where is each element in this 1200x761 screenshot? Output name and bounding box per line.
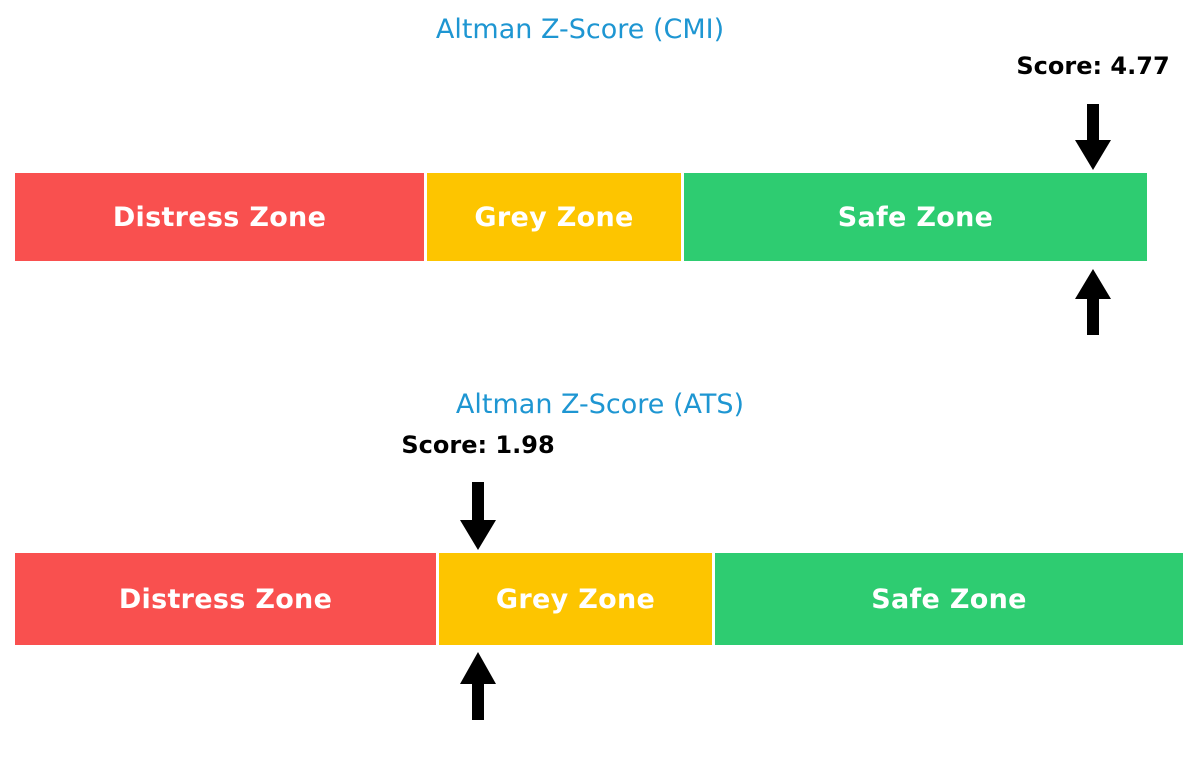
chart-title-cmi: Altman Z-Score (CMI) <box>435 14 725 45</box>
score-label-cmi: Score: 4.77 <box>1016 52 1170 80</box>
zone-grey-cmi: Grey Zone <box>427 173 681 261</box>
zone-label-safe-cmi: Safe Zone <box>837 201 994 233</box>
down-arrow-icon-ats <box>460 482 496 550</box>
zone-label-distress-ats: Distress Zone <box>118 583 333 615</box>
zone-bar-cmi: Distress Zone Grey Zone Safe Zone <box>15 173 1147 261</box>
zone-label-safe-ats: Safe Zone <box>871 583 1027 615</box>
down-arrow-icon-cmi <box>1075 104 1111 170</box>
zone-label-grey-ats: Grey Zone <box>495 583 656 615</box>
zone-distress-cmi: Distress Zone <box>15 173 424 261</box>
zone-distress-ats: Distress Zone <box>15 553 436 645</box>
up-arrow-icon-ats <box>460 652 496 720</box>
chart-title-ats: Altman Z-Score (ATS) <box>455 389 745 420</box>
zone-grey-ats: Grey Zone <box>439 553 712 645</box>
zone-label-grey-cmi: Grey Zone <box>474 201 634 233</box>
zone-safe-ats: Safe Zone <box>715 553 1183 645</box>
score-label-ats: Score: 1.98 <box>401 431 555 459</box>
zone-label-distress-cmi: Distress Zone <box>112 201 327 233</box>
zone-bar-ats: Distress Zone Grey Zone Safe Zone <box>15 553 1183 645</box>
zone-safe-cmi: Safe Zone <box>684 173 1147 261</box>
up-arrow-icon-cmi <box>1075 269 1111 335</box>
